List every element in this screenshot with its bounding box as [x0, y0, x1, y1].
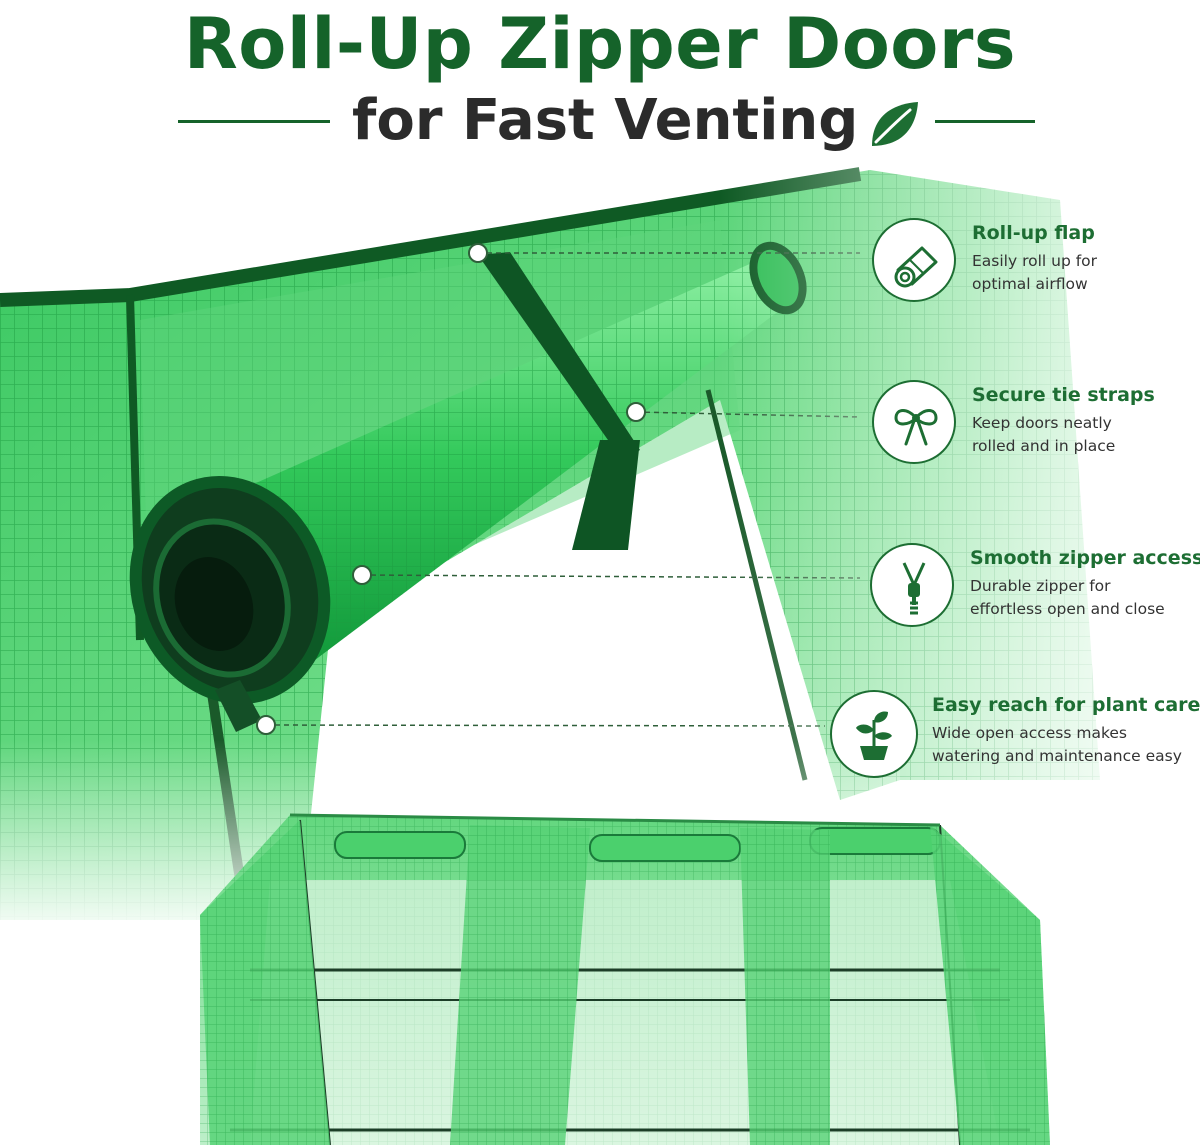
- divider-right: [935, 120, 1035, 123]
- feature-description: Keep doors neatly rolled and in place: [972, 414, 1116, 455]
- headline: Roll-Up Zipper Doors: [183, 3, 1017, 85]
- feature-title: Secure tie straps: [972, 384, 1155, 406]
- feature-title: Easy reach for plant care: [932, 694, 1200, 716]
- plant-icon: [830, 690, 918, 778]
- full-greenhouse-illustration: [200, 813, 1050, 1145]
- roll-icon: [872, 218, 956, 302]
- feature-description: Durable zipper for effortless open and c…: [970, 577, 1165, 618]
- feature-description: Easily roll up for optimal airflow: [972, 252, 1098, 293]
- zipper-icon: [870, 543, 954, 627]
- subheadline: for Fast Venting: [352, 88, 859, 153]
- bow-icon: [872, 380, 956, 464]
- subheadline-row: for Fast Venting: [0, 82, 1200, 162]
- leaf-icon: [872, 102, 918, 146]
- greenhouse-photo: [0, 160, 1200, 1145]
- divider-left: [178, 120, 330, 123]
- feature-description: Wide open access makes watering and main…: [932, 724, 1182, 765]
- feature-title: Roll-up flap: [972, 222, 1095, 244]
- feature-title: Smooth zipper access: [970, 547, 1200, 569]
